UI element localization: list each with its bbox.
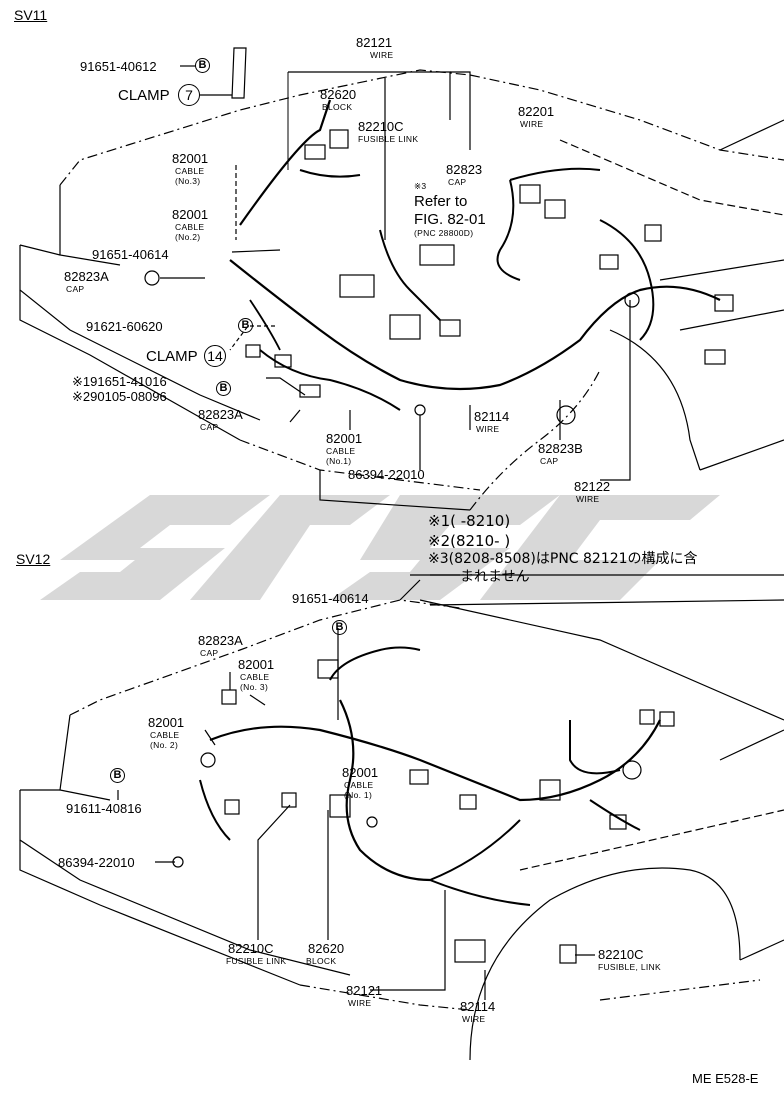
marker-b-2: B (238, 318, 253, 333)
watermark-logo (40, 495, 720, 600)
part-82001-no1-b: 82001 (342, 765, 379, 780)
part-82210c-sub: FUSIBLE LINK (358, 134, 419, 144)
part-82001-no3: 82001 (172, 151, 209, 166)
figure-code: ME E528-E (692, 1071, 759, 1086)
part-82823a-b-sub: CAP (200, 648, 219, 658)
part-91651-40614: 91651-40614 (92, 247, 169, 262)
clamp-14-number: 14 (204, 345, 226, 367)
part-82001-no2-sub1: CABLE (175, 222, 205, 232)
part-82114-b-sub: WIRE (462, 1014, 486, 1024)
note-1: ※1( -8210) (428, 512, 511, 530)
part-91651-40612: 91651-40612 (80, 59, 157, 74)
part-82114-b: 82114 (460, 999, 496, 1014)
part-191651-41016: ※191651-41016 (72, 374, 167, 389)
part-82620: 82620 (320, 87, 357, 102)
part-82001-no1-b-sub2: (No. 1) (344, 790, 373, 800)
part-82823a: 82823A (64, 269, 109, 284)
part-82210c: 82210C (358, 119, 404, 134)
part-82210c-b: 82210C (228, 941, 274, 956)
clamp-7-label: CLAMP (118, 87, 170, 104)
marker-b-5: B (110, 768, 125, 783)
part-82823a-b: 82823A (198, 633, 243, 648)
part-82001-no2-sub2: (No.2) (175, 232, 201, 242)
part-82620-b-sub: BLOCK (306, 956, 337, 966)
part-82001-no3-b: 82001 (238, 657, 275, 672)
part-82001-no2-b-sub2: (No. 2) (150, 740, 179, 750)
part-82620-b: 82620 (308, 941, 345, 956)
refer-line-2: FIG. 82-01 (414, 211, 486, 228)
part-82823b-sub: CAP (540, 456, 559, 466)
part-82114-sub: WIRE (476, 424, 500, 434)
part-82823a-sub: CAP (66, 284, 85, 294)
part-82001-no3-sub2: (No.3) (175, 176, 201, 186)
marker-b: B (195, 58, 210, 73)
part-82114: 82114 (474, 409, 510, 424)
part-82121-sub: WIRE (370, 50, 394, 60)
part-86394-22010-b: 86394-22010 (58, 855, 135, 870)
part-82122-sub: WIRE (576, 494, 600, 504)
part-91621-60620: 91621-60620 (86, 319, 163, 334)
part-82001-no2-b: 82001 (148, 715, 185, 730)
note-3: ※3(8208-8508)はPNC 82121の構成に含 (428, 551, 698, 567)
part-86394-22010: 86394-22010 (348, 467, 425, 482)
part-82201-sub: WIRE (520, 119, 544, 129)
part-91651-40614-b: 91651-40614 (292, 591, 369, 606)
part-82823b: 82823B (538, 441, 583, 456)
part-82001-no1: 82001 (326, 431, 363, 446)
part-290105-08096: ※290105-08096 (72, 389, 167, 404)
refer-line-1: Refer to (414, 193, 468, 210)
part-82823a-2-sub: CAP (200, 422, 219, 432)
marker-b-3: B (216, 381, 231, 396)
part-82001-no2-b-sub1: CABLE (150, 730, 180, 740)
part-82001-no1-b-sub1: CABLE (344, 780, 374, 790)
section-title-sv12: SV12 (16, 551, 51, 567)
part-82001-no1-sub1: CABLE (326, 446, 356, 456)
part-82210c-r-sub: FUSIBLE, LINK (598, 962, 661, 972)
refer-line-3: (PNC 28800D) (414, 228, 474, 238)
part-82122: 82122 (574, 479, 611, 494)
part-82823: 82823 (446, 162, 483, 177)
clamp-14-label: CLAMP (146, 348, 198, 365)
part-82121-b: 82121 (346, 983, 383, 998)
part-82121: 82121 (356, 35, 393, 50)
part-82620-sub: BLOCK (322, 102, 353, 112)
part-82210c-b-sub: FUSIBLE LINK (226, 956, 287, 966)
clamp-7-number: 7 (178, 84, 200, 106)
part-82001-no1-sub2: (No.1) (326, 456, 352, 466)
part-82121-b-sub: WIRE (348, 998, 372, 1008)
marker-b-4: B (332, 620, 347, 635)
part-82001-no3-sub1: CABLE (175, 166, 205, 176)
note-2: ※2(8210- ) (428, 532, 511, 550)
section-title-sv11: SV11 (14, 7, 48, 23)
part-82823a-2: 82823A (198, 407, 243, 422)
part-91611-40816: 91611-40816 (66, 801, 142, 816)
part-82210c-r: 82210C (598, 947, 644, 962)
part-82001-no2: 82001 (172, 207, 209, 222)
part-82001-no3-b-sub2: (No. 3) (240, 682, 269, 692)
note-3b: まれません (460, 569, 530, 585)
part-82201: 82201 (518, 104, 555, 119)
part-82823-star: ※3 (414, 181, 427, 191)
part-82823-sub: CAP (448, 177, 467, 187)
part-82001-no3-b-sub1: CABLE (240, 672, 270, 682)
